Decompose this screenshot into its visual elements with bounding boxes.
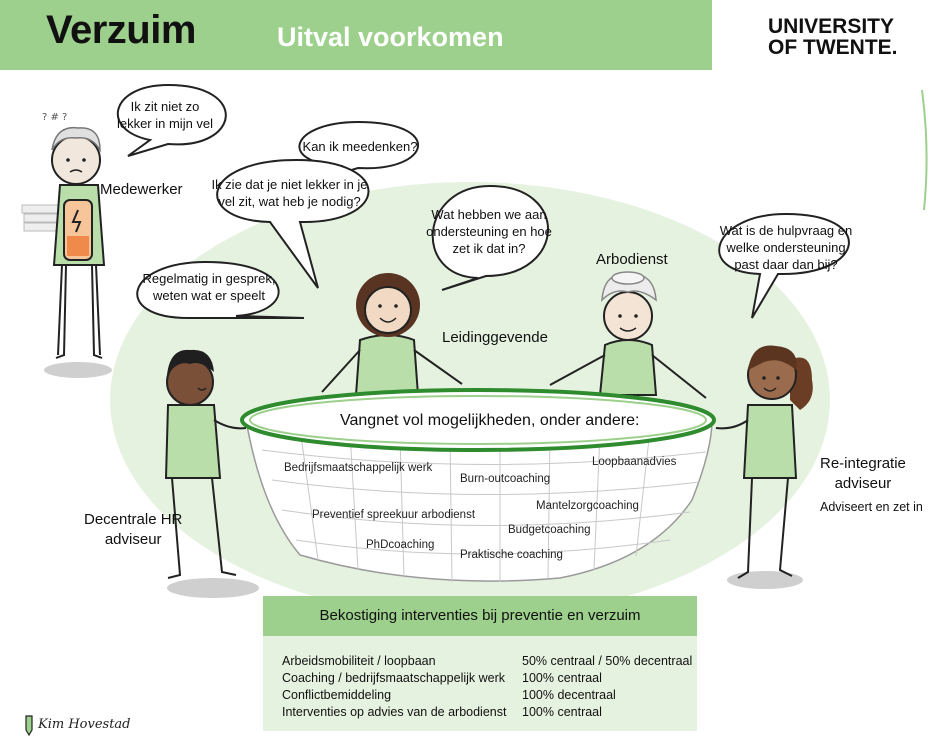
svg-text:? # ?: ? # ? bbox=[42, 112, 67, 123]
label-hr-line-2: adviseur bbox=[104, 531, 162, 548]
university-logo: UNIVERSITY OF TWENTE. bbox=[768, 16, 898, 58]
bubble-5-shape bbox=[136, 260, 305, 319]
bubble-meedenken: Kan ik meedenken? bbox=[302, 139, 418, 154]
shadow-reintegratie bbox=[727, 571, 803, 589]
bubble-1-shape bbox=[116, 83, 227, 157]
artist-signature: Kim Hovestad bbox=[38, 717, 131, 732]
funding-row-value: 100% centraal bbox=[522, 705, 602, 719]
label-reintegratie: Re-integratie adviseur bbox=[820, 454, 906, 494]
funding-row-label: Arbeidsmobiliteit / loopbaan bbox=[282, 654, 436, 668]
funding-row-label: Coaching / bedrijfsmaatschappelijk werk bbox=[282, 671, 506, 685]
figure-arbodienst bbox=[549, 271, 707, 399]
margin-sketch-line bbox=[921, 89, 928, 211]
label-reintegratie-line-1: Re-integratie bbox=[820, 455, 906, 472]
funding-row-value: 50% centraal / 50% decentraal bbox=[522, 654, 693, 668]
funding-row-value: 100% decentraal bbox=[522, 688, 616, 702]
bubble-4-shape bbox=[431, 184, 549, 291]
bubble-3-shape bbox=[216, 158, 370, 289]
net-item: Preventief spreekuur arbodienst bbox=[312, 509, 476, 521]
label-arbodienst: Arbodienst bbox=[596, 251, 668, 268]
bubble-medewerker: Ik zit niet zo lekker in mijn vel bbox=[116, 99, 214, 131]
net-heading: Vangnet vol mogelijkheden, onder andere: bbox=[340, 412, 640, 429]
safety-net bbox=[240, 388, 716, 583]
logo-line-1: UNIVERSITY bbox=[768, 15, 895, 38]
net-item: Budgetcoaching bbox=[508, 524, 591, 536]
bubble-ondersteuning: Wat hebben we aan ondersteuning en hoe z… bbox=[426, 207, 552, 256]
funding-table-title: Bekostiging interventies bij preventie e… bbox=[263, 596, 697, 636]
bubble-in-gesprek: Regelmatig in gesprek, weten wat er spee… bbox=[142, 271, 276, 303]
page-title: Verzuim bbox=[46, 8, 196, 52]
page-subtitle: Uitval voorkomen bbox=[277, 22, 504, 52]
label-medewerker: Medewerker bbox=[100, 181, 183, 198]
funding-row-label: Interventies op advies van de arbodienst bbox=[282, 705, 507, 719]
pencil-icon bbox=[25, 715, 33, 736]
net-item: Bedrijfsmaatschappelijk werk bbox=[284, 462, 433, 474]
figure-hr-adviseur bbox=[164, 349, 247, 579]
label-reintegratie-line-2: adviseur bbox=[834, 475, 892, 492]
bubble-leidinggevende-vraag: Ik zie dat je niet lekker in je vel zit,… bbox=[211, 177, 368, 209]
net-item: Praktische coaching bbox=[460, 549, 563, 561]
label-leidinggevende: Leidinggevende bbox=[442, 329, 548, 346]
shadow-medewerker bbox=[44, 362, 112, 378]
net-item: PhDcoaching bbox=[366, 539, 435, 551]
net-item: Loopbaanadvies bbox=[592, 456, 677, 468]
header-band bbox=[0, 0, 712, 70]
logo-line-2: OF TWENTE. bbox=[768, 36, 898, 59]
shadow-hr bbox=[167, 578, 259, 598]
funding-row-value: 100% centraal bbox=[522, 671, 602, 685]
figure-medewerker: ? # ? bbox=[21, 112, 106, 359]
label-hr-line-1: Decentrale HR bbox=[84, 511, 183, 528]
figure-reintegratie-adviseur bbox=[715, 345, 813, 579]
net-item: Mantelzorgcoaching bbox=[536, 500, 639, 512]
figure-leidinggevende bbox=[321, 273, 463, 396]
net-item: Burn-outcoaching bbox=[460, 473, 551, 485]
label-hr-adviseur: Decentrale HR adviseur bbox=[84, 510, 182, 550]
funding-row-label: Conflictbemiddeling bbox=[282, 688, 392, 702]
label-reintegratie-note: Adviseert en zet in bbox=[820, 500, 923, 514]
bubble-6-shape bbox=[718, 212, 850, 319]
bubble-hulpvraag: Wat is de hulpvraag en welke ondersteuni… bbox=[719, 223, 853, 272]
